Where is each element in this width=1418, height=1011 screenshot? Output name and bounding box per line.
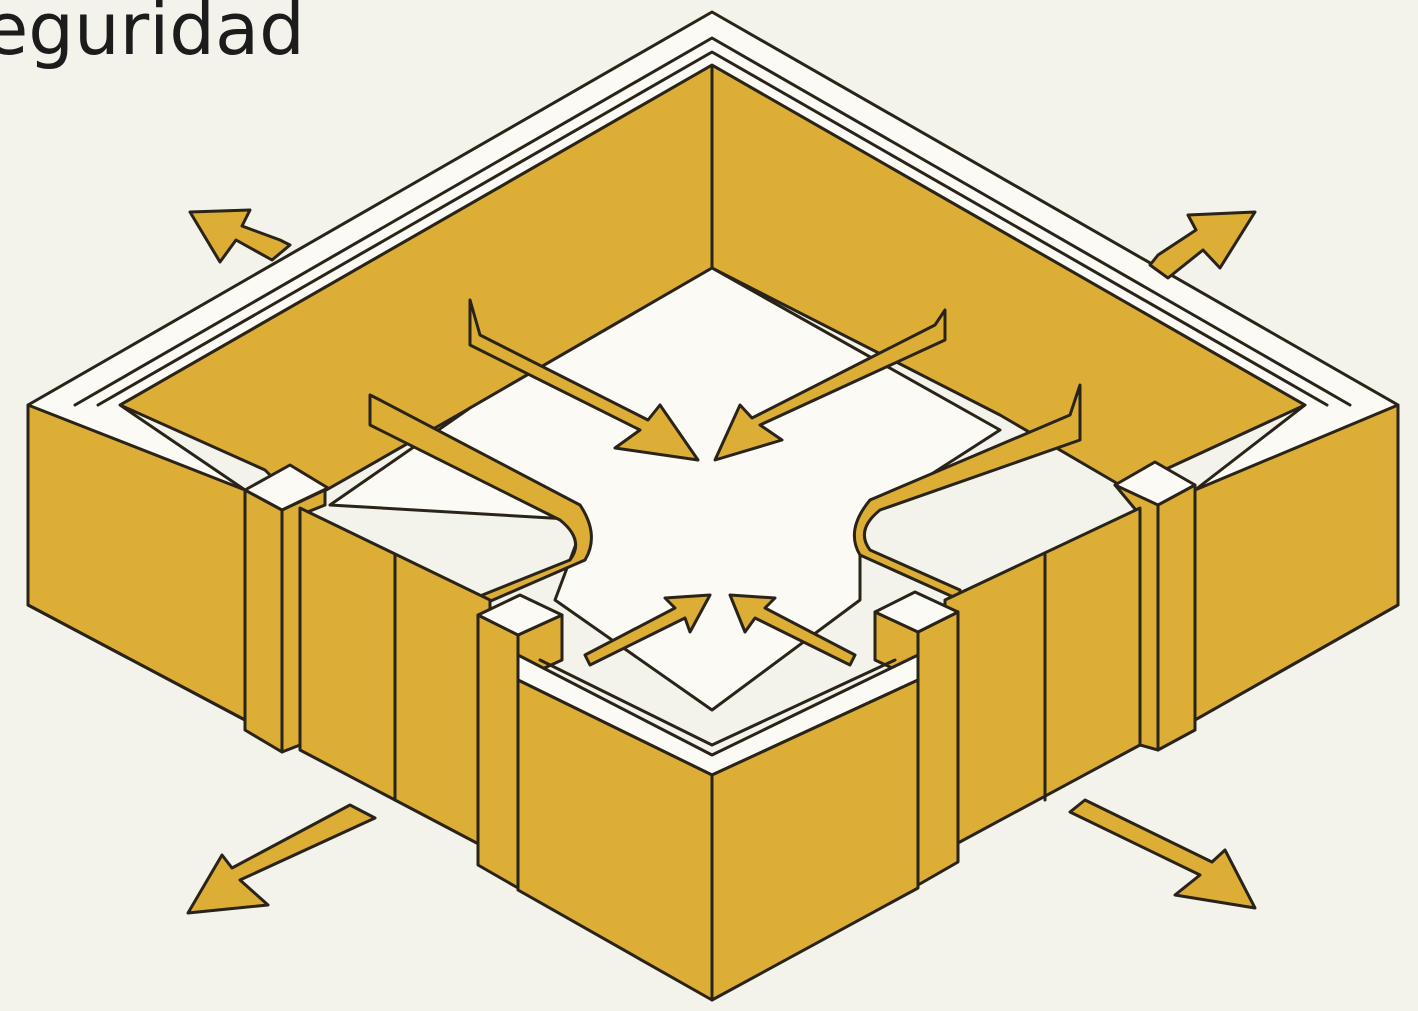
- center-left-pillar-top: [476, 593, 564, 637]
- page-title: eguridad: [0, 0, 305, 71]
- right-pillar-top: [1113, 460, 1197, 507]
- front-v-right-wall: [710, 678, 920, 1002]
- center-right-pillar-front: [916, 610, 960, 887]
- arrow-inward-upper-left-icon: [468, 298, 700, 462]
- arrow-inward-lower-left-icon: [583, 593, 712, 667]
- base-outline: [26, 603, 247, 722]
- rim-inner-line-2: [96, 50, 1329, 407]
- rim-inner-line: [73, 36, 1352, 407]
- right-pillar-front: [1156, 483, 1197, 752]
- arrow-up-right-icon: [1148, 210, 1257, 280]
- center-left-pillar-front: [476, 613, 520, 890]
- arrow-inward-lower-right-icon: [728, 593, 857, 667]
- left-pillar-top: [243, 463, 330, 512]
- front-ledge-line: [538, 658, 897, 747]
- arrow-up-left-icon: [188, 208, 292, 264]
- front-left-outer-wall: [26, 403, 247, 722]
- front-v-left-wall: [516, 678, 714, 1002]
- arrow-inward-upper-right-icon: [713, 308, 947, 462]
- front-right-panel: [943, 506, 1142, 852]
- base-outline-right: [1193, 603, 1400, 722]
- left-pillar-front: [243, 488, 284, 754]
- arrow-down-left-icon: [186, 803, 377, 915]
- arrow-down-right-icon: [1068, 798, 1257, 910]
- front-right-outer-wall: [1193, 403, 1400, 722]
- center-right-pillar-top: [873, 590, 960, 634]
